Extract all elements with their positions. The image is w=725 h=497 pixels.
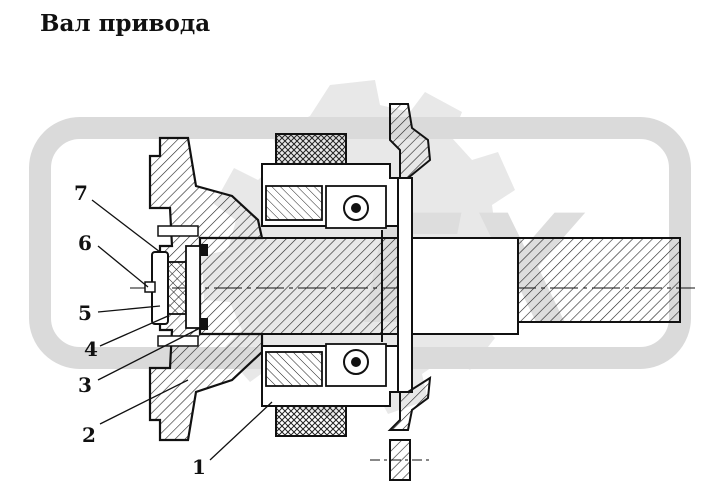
leader-5 xyxy=(97,305,161,313)
callout-labels: 7 6 5 4 3 2 1 xyxy=(74,181,206,479)
leader-6 xyxy=(97,245,149,288)
callout-5: 5 xyxy=(78,301,92,325)
shaft xyxy=(199,230,681,342)
page-title: Вал привода xyxy=(40,10,211,37)
callout-7: 7 xyxy=(74,181,88,205)
right-flange xyxy=(370,103,432,481)
leader-1 xyxy=(209,401,273,461)
flange-hub xyxy=(148,136,264,442)
callout-6: 6 xyxy=(78,231,92,255)
leader-4 xyxy=(99,315,169,347)
lower-housing xyxy=(261,343,409,437)
leader-7 xyxy=(91,199,161,253)
upper-housing xyxy=(261,133,409,229)
leader-lines xyxy=(91,199,273,461)
leader-2 xyxy=(99,379,189,425)
callout-1: 1 xyxy=(192,455,206,479)
leader-3 xyxy=(97,325,205,381)
callout-4: 4 xyxy=(84,337,98,361)
end-nut xyxy=(144,244,208,330)
callout-3: 3 xyxy=(78,373,92,397)
callout-2: 2 xyxy=(82,423,96,447)
